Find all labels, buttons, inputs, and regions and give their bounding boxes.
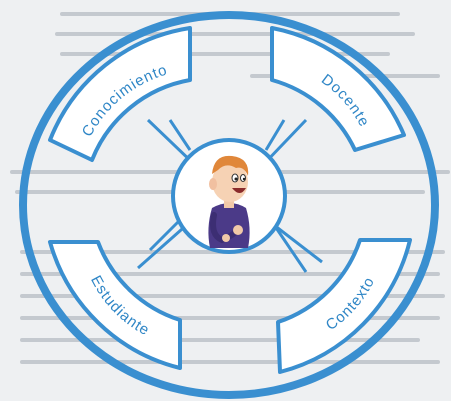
quadrant-conocimiento <box>48 26 192 162</box>
quadrant-contexto <box>276 238 412 374</box>
student-cartoon-icon <box>208 155 250 248</box>
outer-ring <box>19 11 439 399</box>
quadrant-docente <box>270 26 406 152</box>
quadrant-estudiante <box>48 240 182 370</box>
